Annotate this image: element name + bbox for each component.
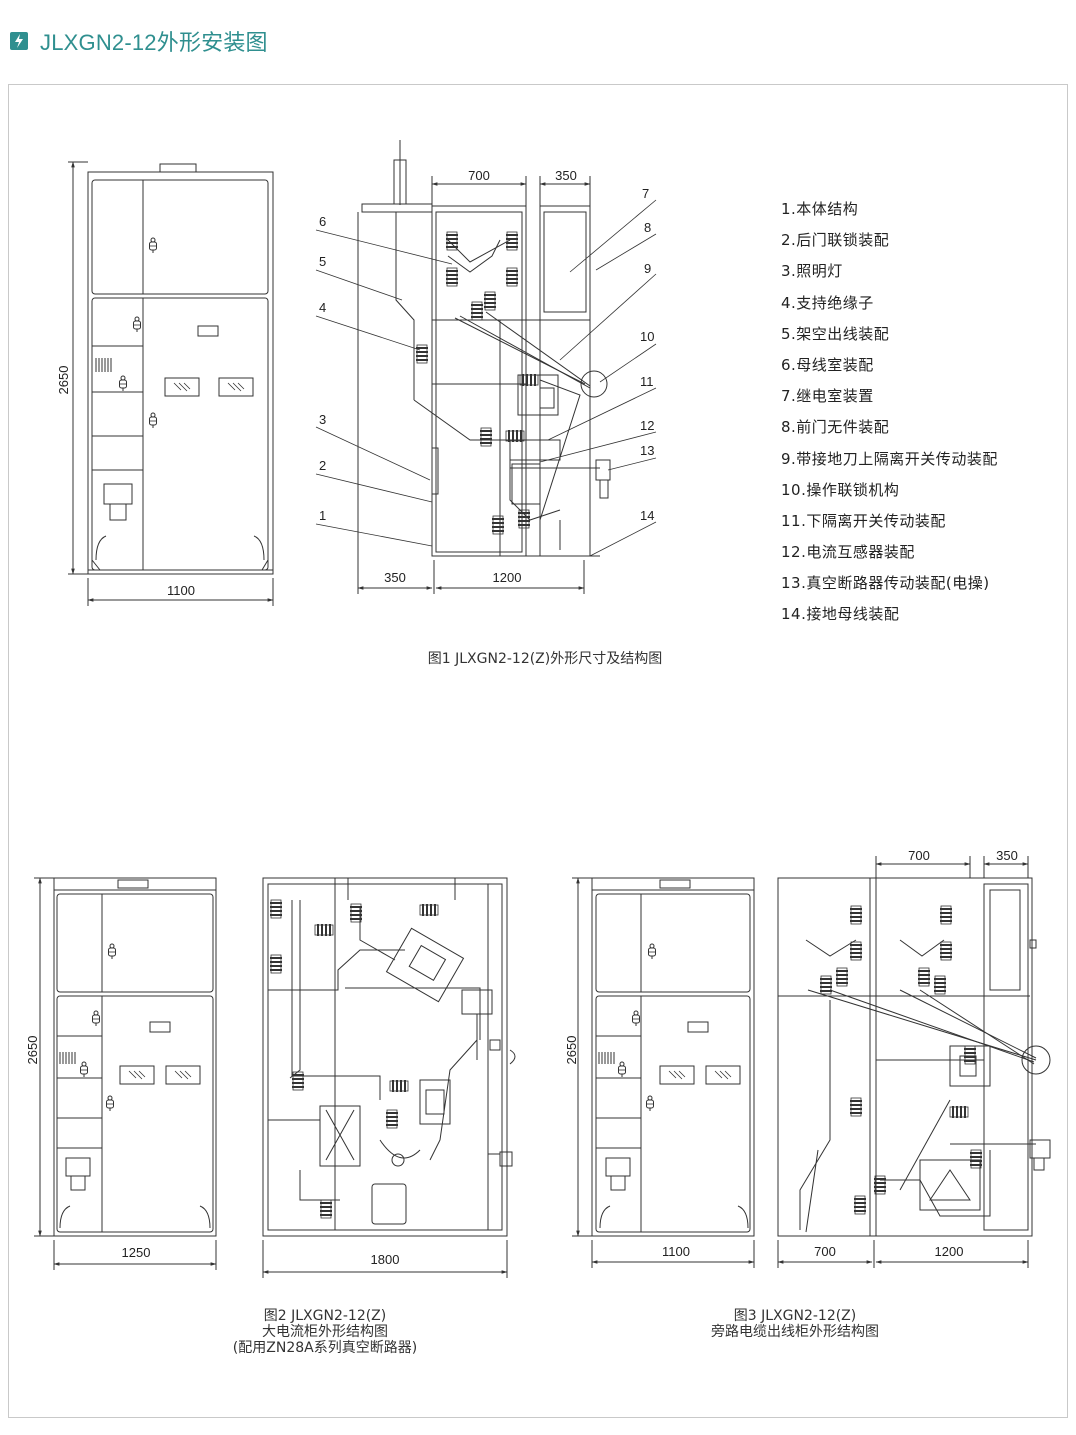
figure3-caption: 图3 JLXGN2-12(Z) 旁路电缆出线柜外形结构图 <box>640 1308 950 1340</box>
legend-item: 7.继电室装置 <box>781 387 874 406</box>
callout-13: 13 <box>640 443 654 458</box>
fig3-side-dims <box>777 856 1029 1268</box>
fig1-side-insulators <box>415 231 539 535</box>
fig3-front-width-label: 1100 <box>662 1244 690 1259</box>
fig3-front-view <box>591 877 755 1237</box>
drawing-frame <box>8 84 1068 1418</box>
legend-item: 6.母线室装配 <box>781 355 874 374</box>
callout-1: 1 <box>319 508 326 523</box>
fig2-front-view <box>53 877 217 1237</box>
fig3-side-view <box>777 877 1051 1237</box>
fig1-front-height-label: 2650 <box>56 366 71 395</box>
fig3-side-dim-350-top: 350 <box>996 848 1018 863</box>
figure2-caption-line2: 大电流柜外形结构图 <box>262 1324 388 1340</box>
fig1-side-dim-1200: 1200 <box>493 570 522 585</box>
fig2-side-insulators <box>269 899 439 1219</box>
callout-3: 3 <box>319 412 326 427</box>
legend-item: 2.后门联锁装配 <box>781 231 890 250</box>
fig2-front-dims <box>34 877 217 1270</box>
page-title: JLXGN2-12外形安装图 <box>40 30 268 55</box>
fig1-side-dim-350-top: 350 <box>555 168 577 183</box>
callout-7: 7 <box>642 186 649 201</box>
fig2-front-width-label: 1250 <box>122 1245 151 1260</box>
figure2-caption-line3: (配用ZN28A系列真空断路器) <box>232 1340 418 1356</box>
callout-12: 12 <box>640 418 654 433</box>
figure2-caption-line1: 图2 JLXGN2-12(Z) <box>263 1308 387 1324</box>
legend-item: 13.真空断路器传动装配(电操) <box>781 574 990 593</box>
legend-item: 9.带接地刀上隔离开关传动装配 <box>781 449 998 468</box>
fig3-front-height-label: 2650 <box>564 1036 579 1065</box>
fig1-callouts: 6 5 4 3 2 1 7 8 9 10 11 12 13 14 <box>319 186 654 523</box>
fig1-side-dim-350-bottom: 350 <box>384 570 406 585</box>
page-header: JLXGN2-12外形安装图 <box>10 26 268 56</box>
fig1-front-dims <box>68 161 274 606</box>
fig3-front-dims <box>572 877 755 1268</box>
callout-11: 11 <box>640 374 654 389</box>
callout-4: 4 <box>319 300 326 315</box>
fig2-side-view <box>262 877 516 1237</box>
figure2-caption: 图2 JLXGN2-12(Z) 大电流柜外形结构图 (配用ZN28A系列真空断路… <box>160 1308 490 1356</box>
callout-6: 6 <box>319 214 326 229</box>
fig1-side-dim-700: 700 <box>468 168 490 183</box>
legend-item: 14.接地母线装配 <box>781 605 900 624</box>
fig1-front-width-label: 1100 <box>167 583 195 598</box>
legend-item: 8.前门无件装配 <box>781 418 890 437</box>
fig1-front-view <box>87 163 274 575</box>
figure3-caption-line2: 旁路电缆出线柜外形结构图 <box>711 1324 879 1340</box>
fig2-front-height-label: 2650 <box>25 1036 40 1065</box>
callout-5: 5 <box>319 254 326 269</box>
callout-9: 9 <box>644 261 651 276</box>
lightning-icon <box>10 32 28 50</box>
callout-2: 2 <box>319 458 326 473</box>
figure1-caption: 图1 JLXGN2-12(Z)外形尺寸及结构图 <box>427 651 663 667</box>
legend-item: 3.照明灯 <box>781 262 843 281</box>
legend-item: 1.本体结构 <box>781 200 859 218</box>
callout-10: 10 <box>640 329 654 344</box>
legend-item: 5.架空出线装配 <box>781 324 890 343</box>
legend-item: 10.操作联锁机构 <box>781 480 900 499</box>
fig3-side-dim-700-top: 700 <box>908 848 930 863</box>
callout-8: 8 <box>644 220 651 235</box>
fig3-side-dim-1200: 1200 <box>935 1244 964 1259</box>
fig2-side-width-label: 1800 <box>371 1252 400 1267</box>
fig1-side-dims <box>357 176 591 594</box>
legend-item: 11.下隔离开关传动装配 <box>781 511 946 530</box>
fig1-callout-leaders <box>315 199 657 557</box>
figure3-caption-line1: 图3 JLXGN2-12(Z) <box>733 1308 857 1324</box>
legend-item: 4.支持绝缘子 <box>781 293 874 312</box>
legend-item: 12.电流互感器装配 <box>781 543 915 562</box>
component-legend: 1.本体结构 2.后门联锁装配 3.照明灯 4.支持绝缘子 5.架空出线装配 6… <box>781 198 998 635</box>
callout-14: 14 <box>640 508 654 523</box>
fig2-side-dims <box>262 1240 508 1278</box>
fig3-side-dim-700-bottom: 700 <box>814 1244 836 1259</box>
